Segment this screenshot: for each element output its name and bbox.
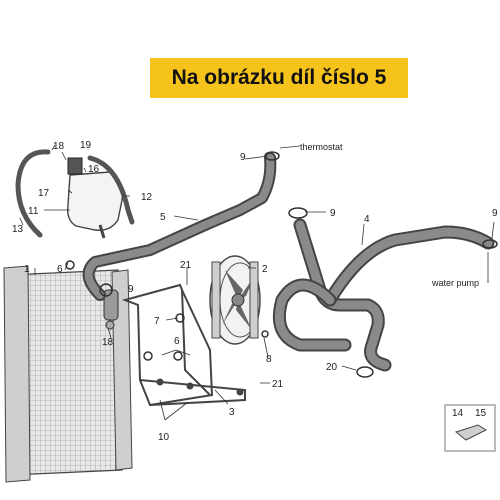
callout-10: 10 xyxy=(158,432,170,443)
callout-6b: 6 xyxy=(174,336,180,347)
callout-11: 11 xyxy=(28,206,39,217)
callout-3: 3 xyxy=(229,407,235,418)
inset-part-box xyxy=(444,404,496,452)
callout-8: 8 xyxy=(266,354,272,365)
tank-hoses xyxy=(15,149,135,238)
callout-20: 20 xyxy=(326,362,338,373)
callout-13: 13 xyxy=(12,224,24,235)
radiator-bracket xyxy=(121,283,246,407)
callout-15: 15 xyxy=(475,408,487,419)
leader-lines xyxy=(19,144,495,421)
radiator xyxy=(3,265,133,483)
callout-12: 12 xyxy=(141,192,153,203)
callout-21b: 21 xyxy=(272,379,284,390)
callout-18b: 18 xyxy=(102,337,114,348)
thermostat-label: thermostat xyxy=(300,142,343,152)
callout-14: 14 xyxy=(452,408,464,419)
title-banner: Na obrázku díl číslo 5 xyxy=(150,58,408,98)
callout-6a: 6 xyxy=(57,264,63,275)
hose-4 xyxy=(272,218,495,372)
callout-7: 7 xyxy=(154,316,160,327)
fan-assembly xyxy=(209,255,261,345)
callout-19: 19 xyxy=(80,140,92,151)
callout-21a: 21 xyxy=(180,260,192,271)
title-text: Na obrázku díl číslo 5 xyxy=(171,66,387,89)
hose-clamps xyxy=(65,151,498,378)
callout-9d: 9 xyxy=(128,284,134,295)
expansion-tank xyxy=(66,157,124,239)
callout-9a: 9 xyxy=(240,152,246,163)
callout-18a: 18 xyxy=(53,141,65,152)
water-pump-label: water pump xyxy=(431,278,479,288)
callout-9c: 9 xyxy=(492,208,498,219)
callout-17: 17 xyxy=(38,188,50,199)
callout-4: 4 xyxy=(364,214,370,225)
callout-2: 2 xyxy=(262,264,268,275)
callout-16: 16 xyxy=(88,164,100,175)
callout-5: 5 xyxy=(160,212,166,223)
callout-9b: 9 xyxy=(330,208,336,219)
callout-1: 1 xyxy=(24,264,30,275)
hose-5 xyxy=(82,152,277,301)
